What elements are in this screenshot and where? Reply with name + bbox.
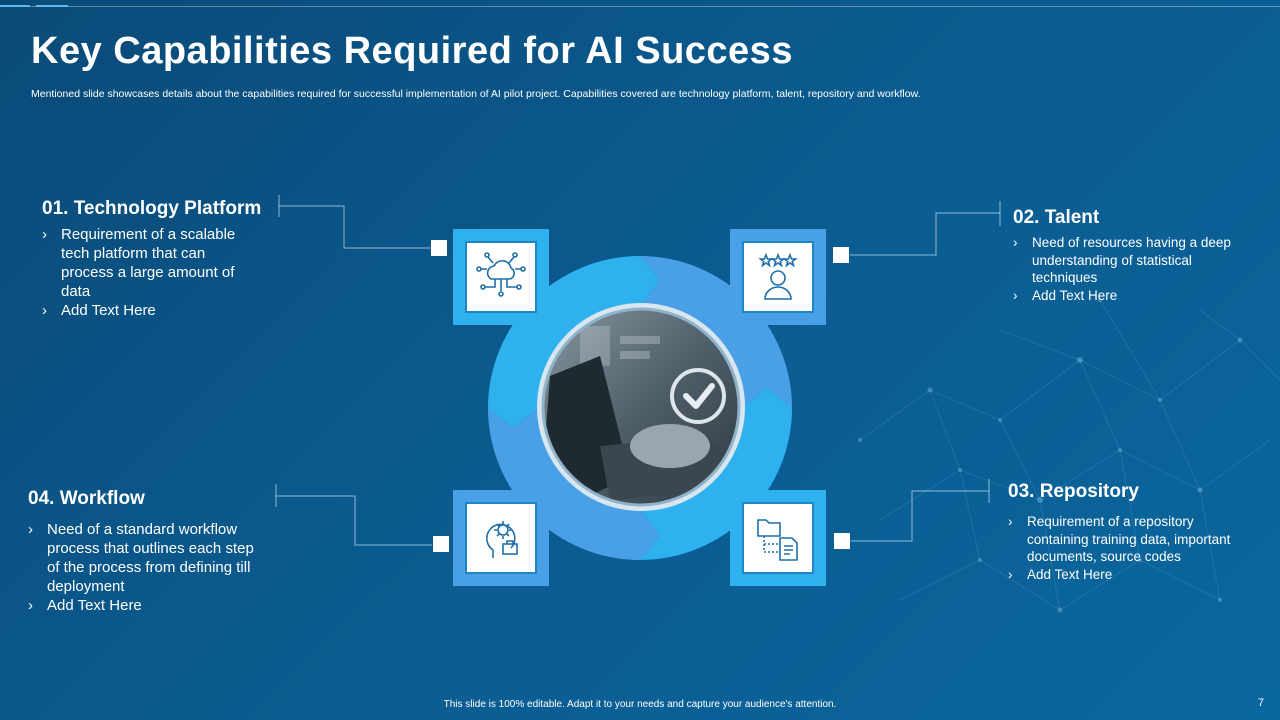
- top-divider: [0, 6, 1280, 7]
- capability-repository: 03. Repository Requirement of a reposito…: [1008, 481, 1263, 583]
- bullet-item: Add Text Here: [1013, 287, 1263, 305]
- slide-subtitle: Mentioned slide showcases details about …: [31, 88, 921, 100]
- bullet-item: Add Text Here: [42, 301, 272, 320]
- capability-bullets: Need of resources having a deep understa…: [1013, 234, 1263, 304]
- capability-talent: 02. Talent Need of resources having a de…: [1013, 207, 1263, 304]
- bullet-item: Need of a standard workflow process that…: [28, 520, 257, 596]
- top-accent-2: [36, 5, 68, 7]
- capability-technology-platform: 01. Technology Platform Requirement of a…: [42, 198, 272, 320]
- bullet-item: Add Text Here: [28, 596, 268, 615]
- bullet-item: Requirement of a repository containing t…: [1008, 513, 1257, 566]
- tile-inner: [742, 241, 814, 313]
- connector-square: [833, 247, 849, 263]
- center-photo-checkmark-laptop: [541, 307, 741, 507]
- tile-technology-platform: [453, 229, 549, 325]
- capability-bullets: Need of a standard workflow process that…: [28, 520, 268, 615]
- connector-square: [431, 240, 447, 256]
- capability-heading: 04. Workflow: [28, 488, 145, 509]
- bullet-item: Requirement of a scalable tech platform …: [42, 225, 261, 301]
- capability-heading: 03. Repository: [1008, 481, 1139, 502]
- capability-heading: 02. Talent: [1013, 207, 1100, 228]
- head-gear-workflow-icon: [486, 521, 518, 558]
- tile-talent: [730, 229, 826, 325]
- tile-inner: [742, 502, 814, 574]
- tile-repository: [730, 490, 826, 586]
- capability-heading: 01. Technology Platform: [42, 198, 262, 219]
- capability-bullets: Requirement of a repository containing t…: [1008, 513, 1263, 583]
- cloud-circuit-icon: [476, 252, 526, 297]
- slide-title: Key Capabilities Required for AI Success: [31, 30, 793, 72]
- capability-bullets: Requirement of a scalable tech platform …: [42, 225, 272, 320]
- user-rating-icon: [758, 252, 798, 300]
- footer-note: This slide is 100% editable. Adapt it to…: [443, 699, 837, 710]
- tile-inner: [465, 241, 537, 313]
- connector-square: [834, 533, 850, 549]
- tile-inner: [465, 502, 537, 574]
- page-number: 7: [1257, 697, 1264, 709]
- bullet-item: Need of resources having a deep understa…: [1013, 234, 1257, 287]
- tile-workflow: [453, 490, 549, 586]
- connector-square: [433, 536, 449, 552]
- bullet-item: Add Text Here: [1008, 566, 1263, 584]
- capability-workflow: 04. Workflow Need of a standard workflow…: [28, 488, 268, 615]
- top-accent-1: [0, 5, 30, 7]
- folder-document-icon: [757, 519, 798, 561]
